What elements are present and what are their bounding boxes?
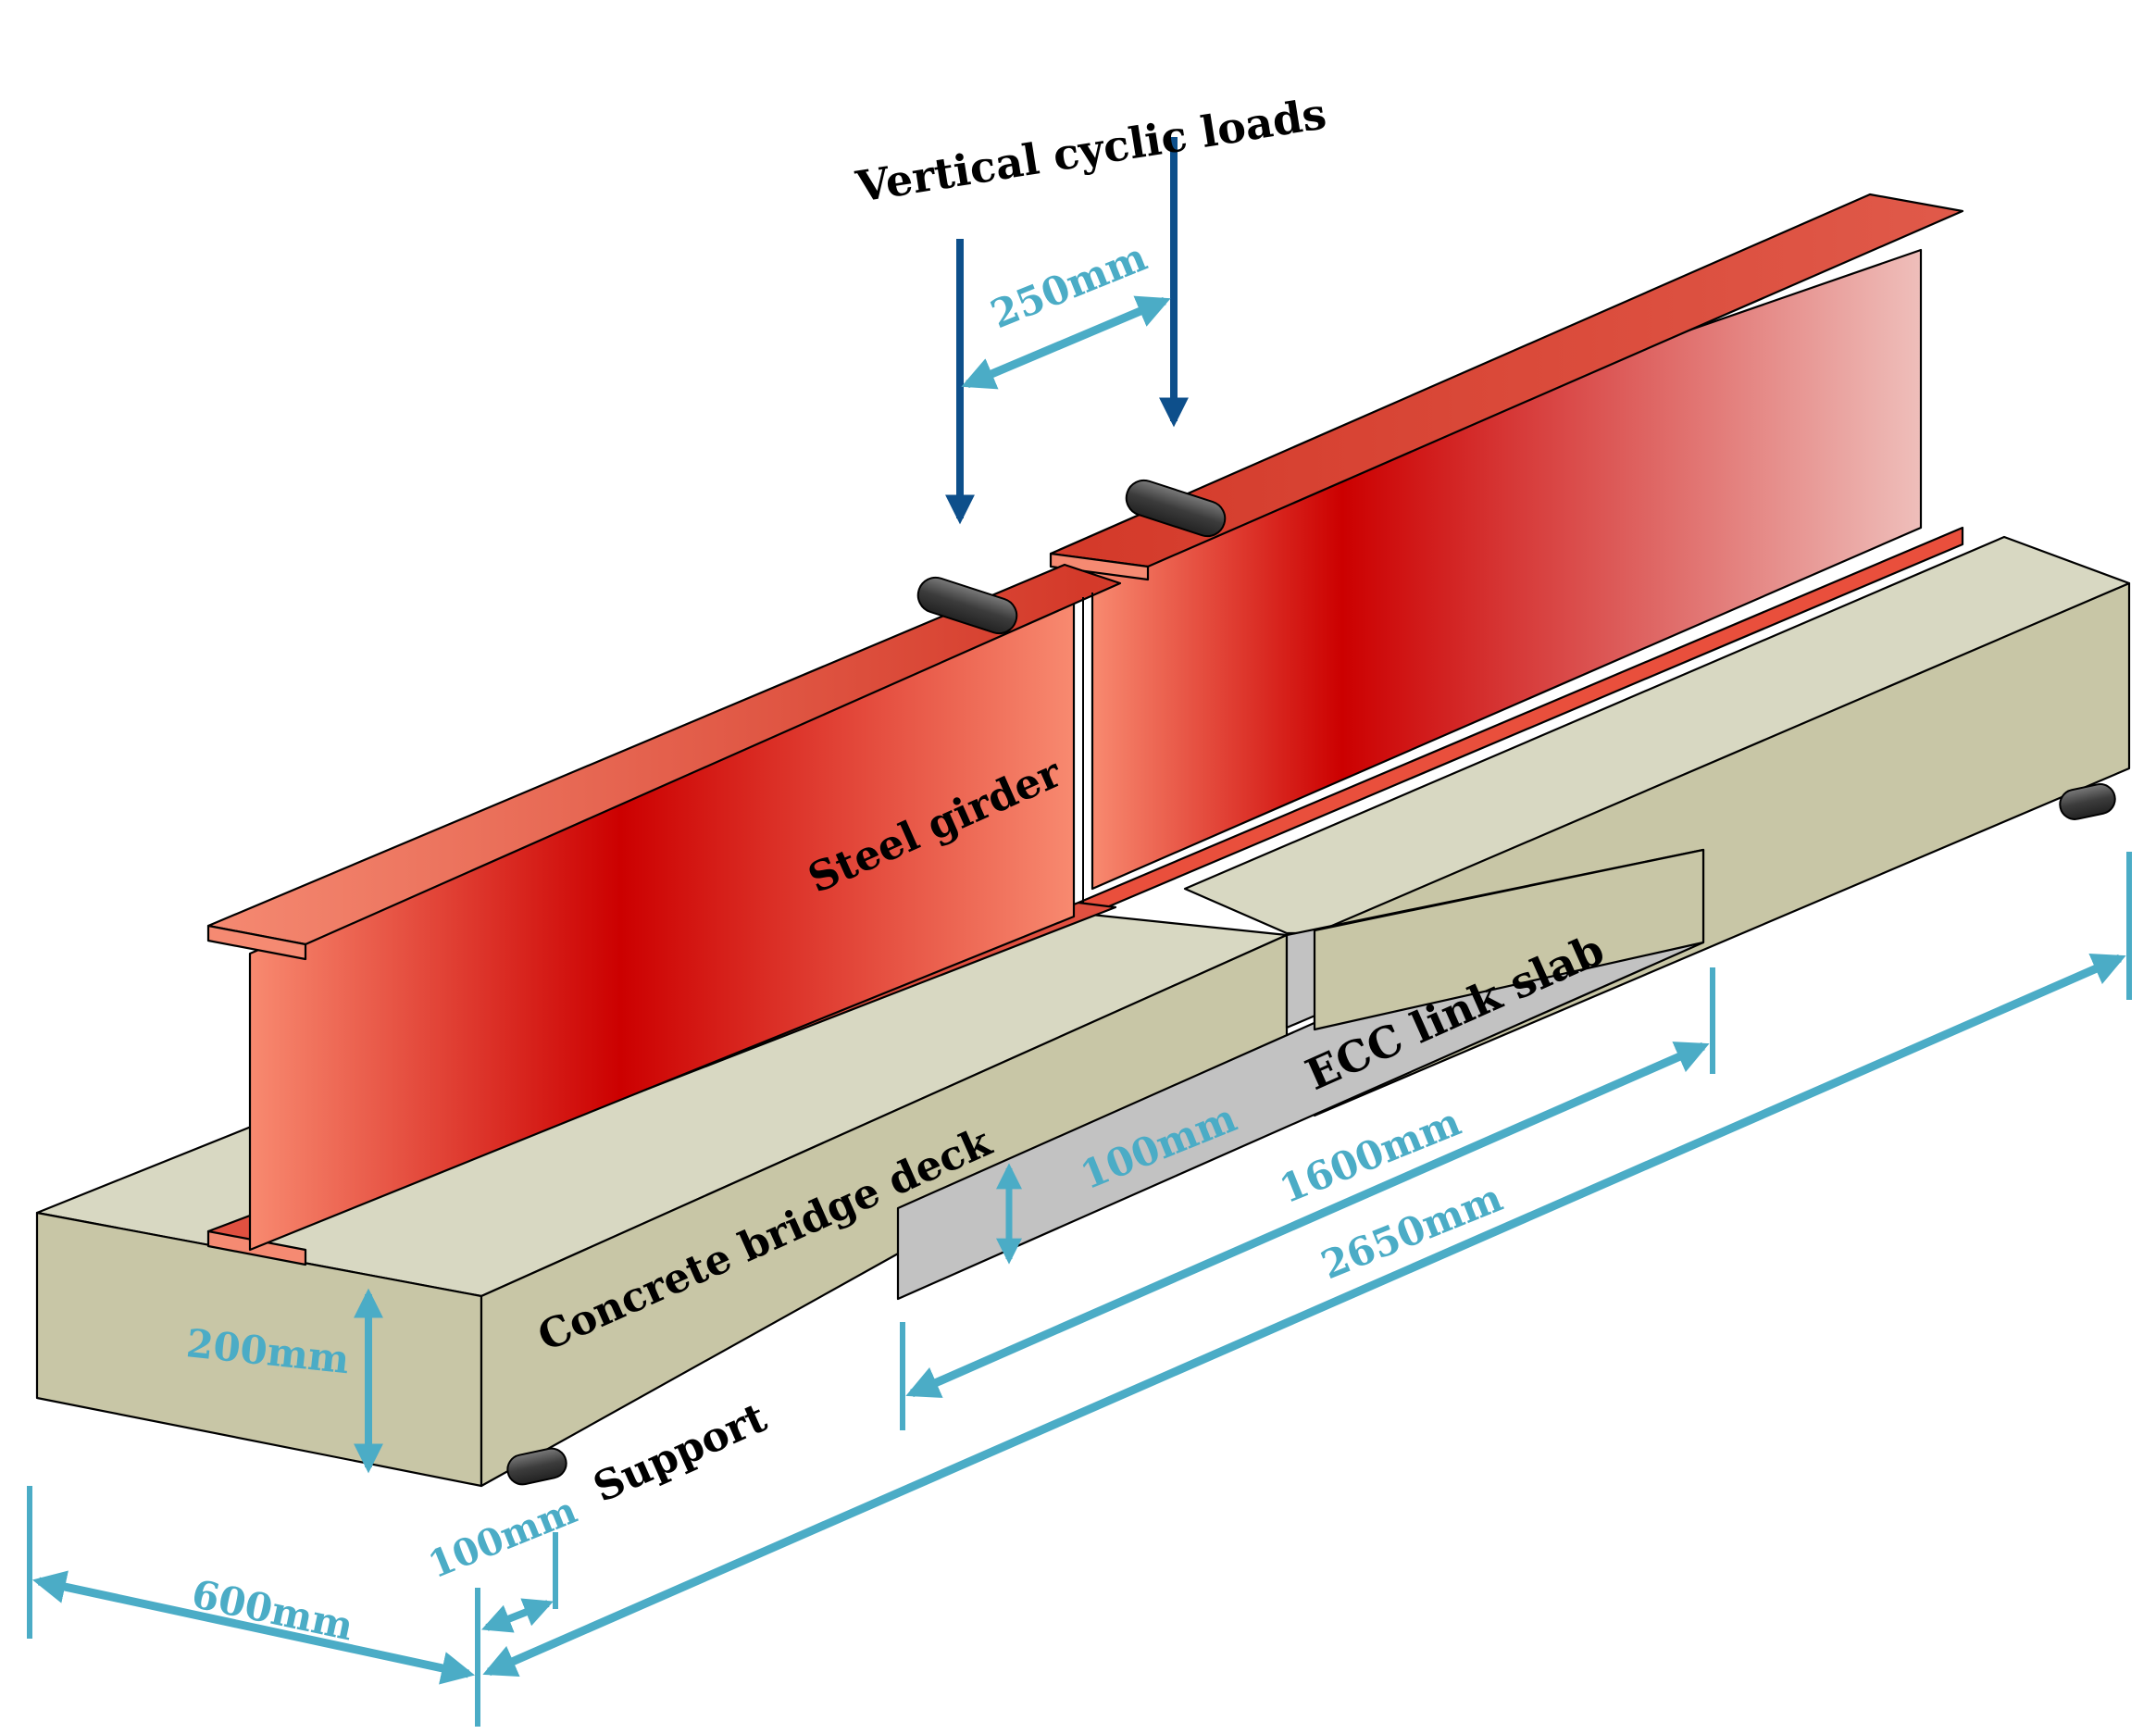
support-offset-label: 100mm	[422, 1489, 583, 1588]
dimension-lines	[27, 295, 2132, 1727]
total-length-dimension	[482, 954, 2126, 1677]
vertical-loads-label: Vertical cyclic loads	[852, 88, 1329, 212]
support-roller-right	[2059, 783, 2116, 820]
load-roller-left	[916, 576, 1018, 635]
support-offset-dimension	[481, 1598, 554, 1633]
vertical-load-arrows	[945, 137, 1189, 525]
deck-width-dimension	[31, 1570, 476, 1685]
right-steel-girder	[1049, 193, 1964, 921]
load-roller-right	[1125, 479, 1227, 538]
load-spacing-dimension	[961, 295, 1171, 390]
load-spacing-label: 250mm	[984, 234, 1153, 338]
deck-width-label: 600mm	[188, 1571, 357, 1650]
